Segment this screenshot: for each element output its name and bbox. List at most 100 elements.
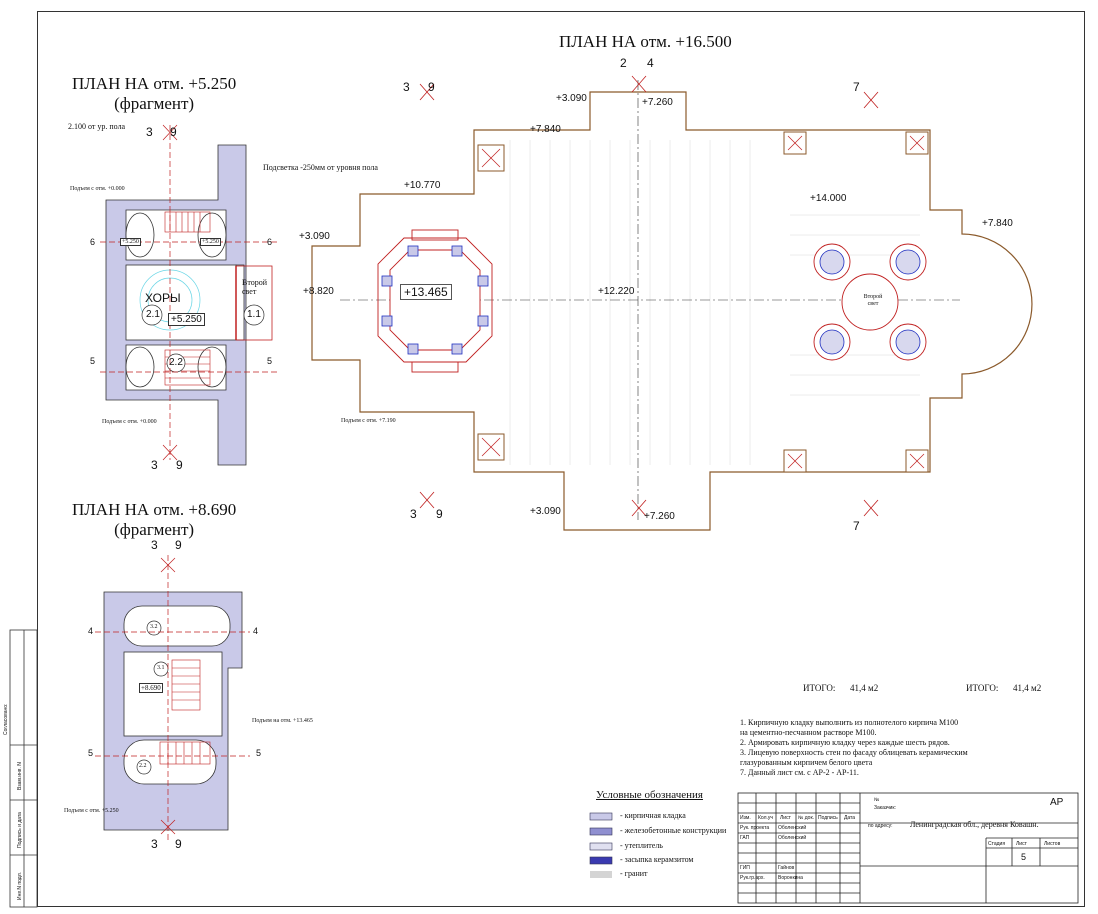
room-number: 2.2 — [169, 357, 183, 368]
octagon-columns — [381, 245, 489, 355]
total-label: ИТОГО: — [803, 683, 836, 693]
note-line: 7. Данный лист см. с АР-2 - АР-11. — [740, 768, 859, 777]
tb-stadia: Стадия — [988, 841, 1006, 847]
note-line: 2. Армировать кирпичную кладку через каж… — [740, 738, 950, 747]
axis-label: 5 — [90, 356, 96, 366]
level-mark: +8.690 — [139, 683, 163, 693]
room-number: 3.1 — [157, 665, 165, 671]
tb-name: Воронкина — [778, 875, 803, 881]
tb-name: Гайнов — [778, 865, 795, 871]
level-mark: +3.090 — [530, 506, 561, 517]
note-line: 1. Кирпичную кладку выполнить из полноте… — [740, 718, 959, 727]
axis-label: 5 — [88, 748, 94, 758]
level-mark: +14.000 — [810, 193, 847, 204]
legend-swatches — [589, 812, 613, 878]
tb-col: Подпись — [818, 815, 838, 821]
legend-title: Условные обозначения — [596, 789, 703, 801]
plan2-title: ПЛАН НА отм. +8.690(фрагмент) — [72, 500, 237, 539]
level-tag: +5.250 — [120, 238, 141, 246]
axis-label: 3 — [410, 507, 417, 521]
level-tag: +5.250 — [200, 238, 221, 246]
axis-label: 4 — [253, 626, 259, 636]
axis-label: 7 — [853, 519, 860, 533]
axis-label: 3 — [151, 837, 158, 851]
axis-label: 2 — [620, 56, 627, 70]
level-mark: +7.260 — [642, 97, 673, 108]
axis-label: 6 — [90, 237, 96, 247]
note-line: 3. Лицевую поверхность стен по фасаду об… — [740, 748, 968, 757]
room-number: 3.2 — [150, 624, 158, 630]
main-hatching — [509, 140, 920, 465]
tb-sheet-no: 5 — [1021, 852, 1027, 862]
backlight-note: Подсветка -250мм от уровня пола — [263, 163, 378, 172]
sheet-frame — [37, 11, 1085, 907]
lift-note: Подъем с отм. +7.190 — [341, 418, 396, 424]
plan2-axes — [95, 555, 250, 840]
tb-role: ГАП — [740, 835, 750, 841]
level-mark: +13.465 — [400, 284, 452, 300]
level-mark: +7.260 — [644, 511, 675, 522]
axis-label: 4 — [88, 626, 94, 636]
tb-col: Лист — [780, 815, 791, 821]
level-mark: +7.840 — [982, 218, 1013, 229]
axis-label: 3 — [151, 538, 158, 552]
room-number: 2.1 — [146, 309, 160, 320]
total-value: 41,4 м2 — [850, 683, 879, 693]
note-line: глазурованным кирпичем белого цвета — [740, 758, 873, 767]
axis-label: 9 — [175, 837, 182, 851]
tb-col: № док. — [798, 815, 815, 821]
total-label: ИТОГО: — [966, 683, 999, 693]
axis-label: 5 — [256, 748, 262, 758]
tb-role: ГИП — [740, 865, 750, 871]
tb-listov: Листов — [1044, 841, 1061, 847]
axis-label: 3 — [403, 80, 410, 94]
axis-label: 9 — [175, 538, 182, 552]
note-line: на цементно-песчанном растворе М100. — [740, 728, 877, 737]
lift-note: Подъем с отм. +0.000 — [102, 419, 157, 425]
level-mark: +3.090 — [556, 93, 587, 104]
vtoroy-svet-label: Второй свет — [863, 294, 883, 307]
octagon-dome — [377, 229, 493, 373]
legend-item: - засыпка керамзитом — [620, 855, 694, 864]
plan2-walls — [103, 591, 243, 831]
level-mark: +7.840 — [530, 124, 561, 135]
side-stamp-label: Согласовано: — [3, 703, 9, 735]
axis-label: 7 — [853, 80, 860, 94]
room-number: 1.1 — [247, 309, 261, 320]
tb-role: Рук. проекта — [740, 825, 770, 831]
room-number: 2.2 — [139, 763, 147, 769]
total-value: 41,4 м2 — [1013, 683, 1042, 693]
plan1-stairs — [164, 211, 211, 386]
axis-label: 3 — [146, 125, 153, 139]
level-mark: +3.090 — [299, 231, 330, 242]
legend-item: - утеплитель — [620, 841, 663, 850]
height-note: 2.100 от ур. пола — [68, 122, 126, 131]
legend-item: - гранит — [620, 869, 648, 878]
lift-note: Подъем с отм. +5.250 — [64, 808, 119, 814]
plan1-room-circles — [141, 304, 265, 373]
tb-zakaz: Заказчик: — [874, 805, 896, 811]
main-outline — [311, 91, 1033, 531]
room-khory: ХОРЫ — [145, 291, 181, 305]
tb-address: Ленинградская обл., деревня Ковашн. — [910, 820, 1039, 829]
axis-label: 6 — [267, 237, 273, 247]
axis-label: 3 — [151, 458, 158, 472]
plan1-title: ПЛАН НА отм. +5.250(фрагмент) — [72, 74, 237, 113]
tb-col: Изм. — [740, 815, 751, 821]
axis-label: 9 — [176, 458, 183, 472]
tb-col: Кол.уч — [758, 815, 773, 821]
round-columns-inner — [819, 249, 921, 355]
lift-note: Подъем на отм. +13.465 — [252, 718, 313, 724]
axis-label: 9 — [170, 125, 177, 139]
titleblock-grid — [737, 792, 1079, 904]
tb-po-adresu: по адресу: — [868, 823, 893, 829]
main-title: ПЛАН НА отм. +16.500 — [559, 32, 732, 51]
level-mark: +12.220 — [598, 286, 635, 297]
lift-note: Подъем с отм. +0.000 — [70, 186, 125, 192]
vtoroy-svet-label: Второй свет — [242, 278, 268, 296]
main-axis-marks — [419, 75, 879, 517]
axis-label: 4 — [647, 56, 654, 70]
sheet-code: АР — [1050, 797, 1064, 808]
